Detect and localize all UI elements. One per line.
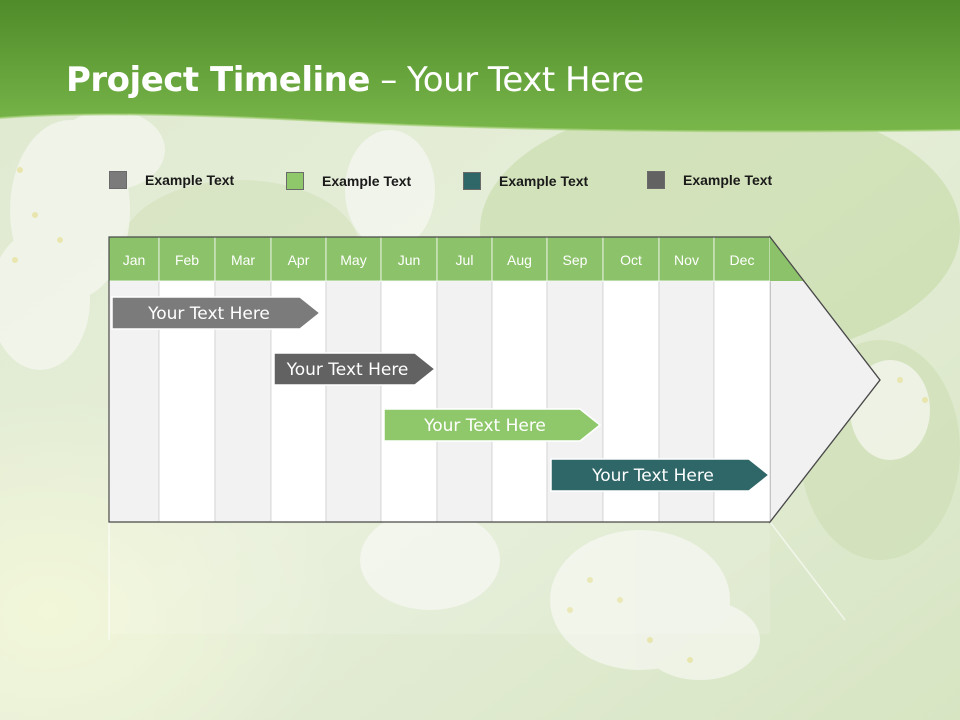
- task-bar: [111, 296, 322, 330]
- task-bar-label: Your Text Here: [591, 466, 714, 486]
- month-header-cell: [602, 236, 660, 282]
- page-title: Project Timeline – Your Text Here: [66, 60, 644, 100]
- legend-label: Example Text: [683, 172, 773, 188]
- month-header-cell: [325, 236, 382, 282]
- legend-swatch: [463, 172, 481, 190]
- month-label: Aug: [507, 252, 532, 268]
- task-bar-label: Your Text Here: [147, 304, 270, 324]
- month-label: Jul: [456, 252, 474, 268]
- month-label: Sep: [563, 252, 588, 268]
- month-label: Jan: [123, 252, 146, 268]
- month-column: [491, 280, 548, 523]
- month-label: Oct: [620, 252, 642, 268]
- month-label: Nov: [674, 252, 699, 268]
- legend-label: Example Text: [322, 173, 412, 189]
- chart-reflection: [108, 521, 846, 640]
- legend-item: Example Text: [463, 172, 588, 190]
- legend-swatch: [109, 171, 127, 189]
- month-column: [380, 280, 438, 523]
- month-column: [325, 280, 382, 523]
- month-label: Feb: [175, 252, 199, 268]
- task-bar-label: Your Text Here: [286, 360, 409, 380]
- legend-label: Example Text: [499, 173, 589, 189]
- legend-swatch: [286, 172, 304, 190]
- legend-label: Example Text: [145, 172, 235, 188]
- task-bar: [383, 408, 602, 442]
- month-label: Dec: [730, 252, 755, 268]
- task-bar: [273, 352, 437, 386]
- month-column: [436, 280, 493, 523]
- chart-reflection-fill: [109, 524, 770, 634]
- legend-swatch: [647, 171, 665, 189]
- month-label: Mar: [231, 252, 255, 268]
- legend-item: Example Text: [109, 171, 234, 189]
- month-label: Apr: [288, 252, 310, 268]
- task-bar-label: Your Text Here: [423, 416, 546, 436]
- title-bold: Project Timeline: [66, 60, 370, 100]
- month-header-cell: [158, 236, 216, 282]
- month-header-cell: [270, 236, 327, 282]
- month-header-cell: [214, 236, 272, 282]
- task-bar: [550, 458, 771, 492]
- legend-item: Example Text: [647, 171, 772, 189]
- timeline-outline: [108, 236, 881, 523]
- month-label: May: [340, 252, 366, 268]
- month-label: Jun: [398, 252, 421, 268]
- title-rest: – Your Text Here: [369, 60, 644, 100]
- month-header-cell: [658, 236, 715, 282]
- legend-item: Example Text: [286, 172, 411, 190]
- month-header-cell: [491, 236, 548, 282]
